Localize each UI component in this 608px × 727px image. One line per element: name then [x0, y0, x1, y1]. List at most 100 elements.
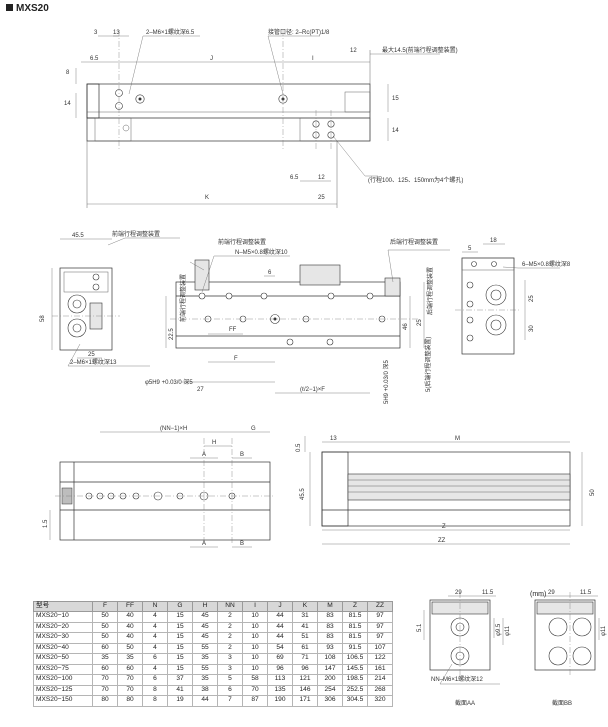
section-bb-label: 截面BB [552, 699, 572, 707]
dim-15: 15 [392, 96, 399, 102]
table-cell: 4 [142, 642, 168, 654]
dim-b2: B [240, 541, 244, 547]
section-aa-label: 截面AA [455, 699, 475, 707]
dim-50: 50 [590, 489, 596, 496]
table-cell: 4 [142, 621, 168, 633]
table-cell: 97 [367, 632, 393, 644]
dim-1-5: 1.5 [43, 519, 49, 528]
dim-22-5: 22.5 [169, 328, 175, 340]
table-cell: 107 [367, 642, 393, 654]
table-cell: 55 [192, 663, 218, 675]
note-front-adjuster-mid: 前端行程调整装置 [218, 238, 266, 246]
table-cell: 71 [292, 653, 318, 665]
table-cell: 80 [92, 695, 118, 707]
note-tapped-hole: 2–M6×1螺纹深6.5 [146, 28, 195, 36]
table-cell: 254 [317, 684, 343, 696]
table-cell: 320 [367, 695, 393, 707]
table-cell: 10 [242, 642, 268, 654]
note-max-length: 最大14.5(前端行程调整装置) [382, 46, 458, 54]
table-cell: 161 [367, 663, 393, 675]
dim-f: F [234, 356, 238, 362]
table-cell: 45 [192, 632, 218, 644]
table-header-cell: FF [117, 601, 143, 612]
front-view: N–M5×0.8螺纹深10 前端行程调整装置 后端行程调整装置 6 22.5 前… [145, 238, 450, 404]
dim-45-5-side: 45.5 [300, 488, 306, 500]
table-cell: 97 [367, 621, 393, 633]
table-cell: 35 [192, 653, 218, 665]
table-cell: 44 [267, 632, 293, 644]
table-cell: 10 [242, 632, 268, 644]
table-cell: 41 [292, 621, 318, 633]
table-cell: 70 [242, 684, 268, 696]
bb-dim-11-5: 11.5 [580, 590, 592, 596]
table-cell: 6 [142, 653, 168, 665]
table-cell: 60 [92, 642, 118, 654]
dim-ff: FF [229, 327, 237, 333]
table-cell: 96 [267, 663, 293, 675]
section-aa: 29 11.5 5.1 φ9.5 φ11 NN–M6×1螺纹深12 截面AA [417, 590, 511, 707]
dim-g: G [251, 426, 256, 432]
table-cell: 93 [317, 642, 343, 654]
table-cell: 60 [92, 663, 118, 675]
table-cell: 61 [292, 642, 318, 654]
table-cell: 10 [242, 621, 268, 633]
table-cell: 3 [217, 653, 243, 665]
dim-45-5: 45.5 [72, 233, 84, 239]
aa-dim-29: 29 [455, 590, 462, 596]
table-cell: 190 [267, 695, 293, 707]
dim-a2: A [202, 541, 206, 547]
table-cell-model: MXS20−40 [33, 642, 93, 654]
table-cell: 51 [292, 632, 318, 644]
table-cell: 15 [167, 632, 193, 644]
table-cell: 4 [142, 663, 168, 675]
table-cell: 35 [117, 653, 143, 665]
table-cell: 146 [292, 684, 318, 696]
dim-14-right: 14 [392, 128, 399, 134]
table-header-cell: M [317, 601, 343, 612]
bottom-view: (NN−1)×H H G A B A B 1.5 [43, 426, 275, 548]
table-cell: 2 [217, 611, 243, 623]
table-cell: 40 [117, 632, 143, 644]
note-pin-hole: φ5H9 +0.03/0 深5 [145, 378, 193, 386]
unit-label: (mm) [530, 591, 547, 598]
dim-j: J [210, 56, 213, 62]
table-cell: 55 [192, 642, 218, 654]
table-cell: 2 [217, 632, 243, 644]
dim-6-5-bottom: 6.5 [290, 175, 299, 181]
aa-dim-9-5: φ9.5 [496, 623, 502, 636]
table-header-cell: NN [217, 601, 243, 612]
table-cell: 50 [92, 621, 118, 633]
table-cell: 306 [317, 695, 343, 707]
table-cell: 2 [217, 642, 243, 654]
note-end-m5: 6–M5×0.8螺纹深8 [522, 260, 571, 268]
dim-i: I [312, 56, 314, 62]
table-cell: 70 [92, 684, 118, 696]
table-cell: 147 [317, 663, 343, 675]
dim-12-bottom: 12 [318, 175, 325, 181]
table-cell: 198.5 [342, 674, 368, 686]
table-cell: 31 [292, 611, 318, 623]
table-cell: 10 [242, 653, 268, 665]
bb-dim-11: φ11 [601, 625, 607, 636]
dim-13: 13 [113, 30, 120, 36]
table-cell: 7 [217, 695, 243, 707]
table-cell: 171 [292, 695, 318, 707]
table-cell: 6 [217, 684, 243, 696]
table-cell: 2 [217, 621, 243, 633]
table-cell-model: MXS20−50 [33, 653, 93, 665]
note-rear-vert-2: 5(后端行程调整装置) [424, 337, 432, 392]
table-cell: 70 [117, 684, 143, 696]
table-header-cell: G [167, 601, 193, 612]
dim-z: Z [442, 524, 446, 530]
table-cell: 19 [167, 695, 193, 707]
table-header-cell: N [142, 601, 168, 612]
table-cell: 5 [217, 674, 243, 686]
table-cell-model: MXS20−150 [33, 695, 93, 707]
note-rear-adjuster-vert: 后端行程调整装置 [426, 267, 434, 315]
